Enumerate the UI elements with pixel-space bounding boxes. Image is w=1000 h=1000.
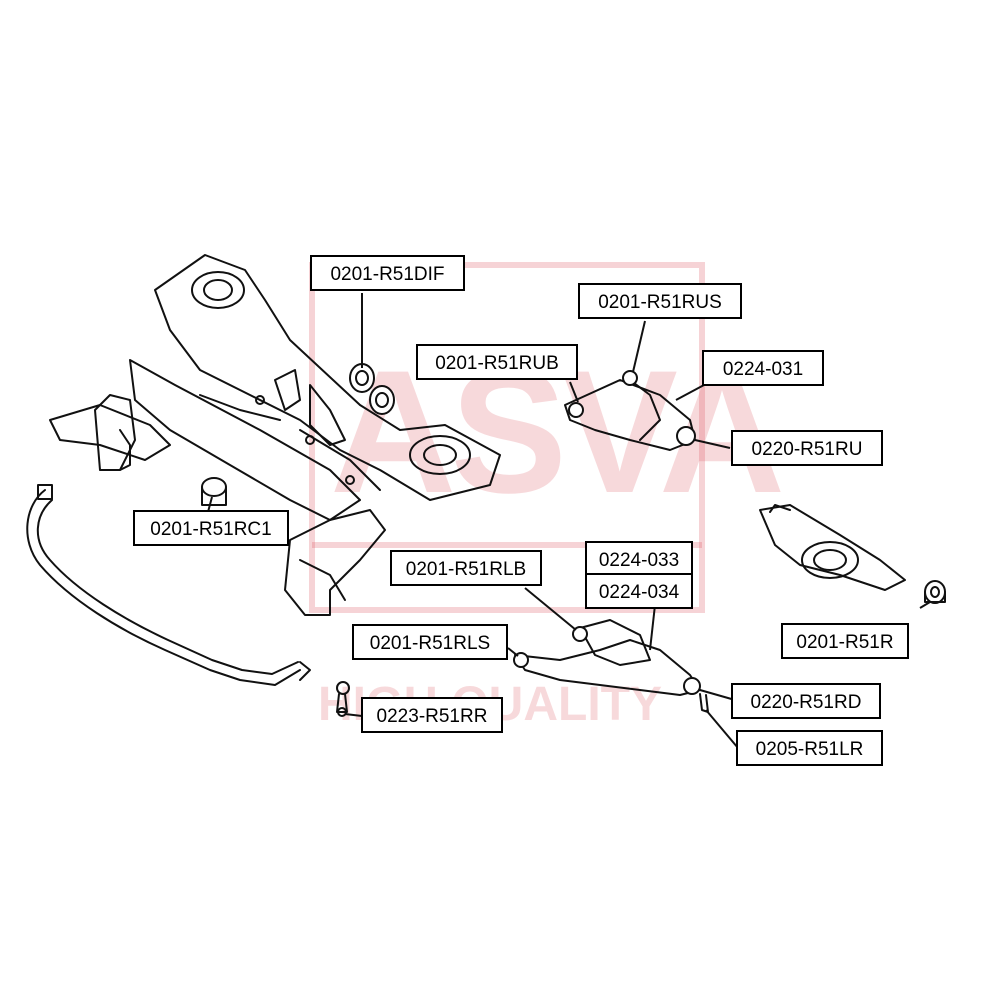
part-label-0201-r51rub: 0201-R51RUB [416, 344, 578, 380]
rear-bushing [924, 580, 946, 604]
lower-arm [513, 619, 709, 713]
part-label-0201-r51rus: 0201-R51RUS [578, 283, 742, 319]
part-label-0224-033: 0224-033 [585, 541, 693, 577]
part-label-0205-r51lr: 0205-R51LR [736, 730, 883, 766]
subframe-bushing [201, 477, 227, 506]
part-label-0201-r51dif: 0201-R51DIF [310, 255, 465, 291]
part-label-0201-r51r: 0201-R51R [781, 623, 909, 659]
rear-trailing-arm [759, 504, 906, 591]
part-label-0201-r51rlb: 0201-R51RLB [390, 550, 542, 586]
part-label-0224-034: 0224-034 [585, 573, 693, 609]
rear-subframe [49, 254, 501, 616]
part-label-0220-r51rd: 0220-R51RD [731, 683, 881, 719]
part-label-0220-r51ru: 0220-R51RU [731, 430, 883, 466]
part-label-0223-r51rr: 0223-R51RR [361, 697, 503, 733]
leader-lines [207, 293, 931, 749]
upper-arm [564, 370, 696, 451]
stabilizer-bar [26, 484, 311, 686]
part-label-0224-031: 0224-031 [702, 350, 824, 386]
part-label-0201-r51rc1: 0201-R51RC1 [133, 510, 289, 546]
diff-bushings [349, 363, 395, 415]
part-label-0201-r51rls: 0201-R51RLS [352, 624, 508, 660]
stabilizer-link [336, 681, 350, 717]
